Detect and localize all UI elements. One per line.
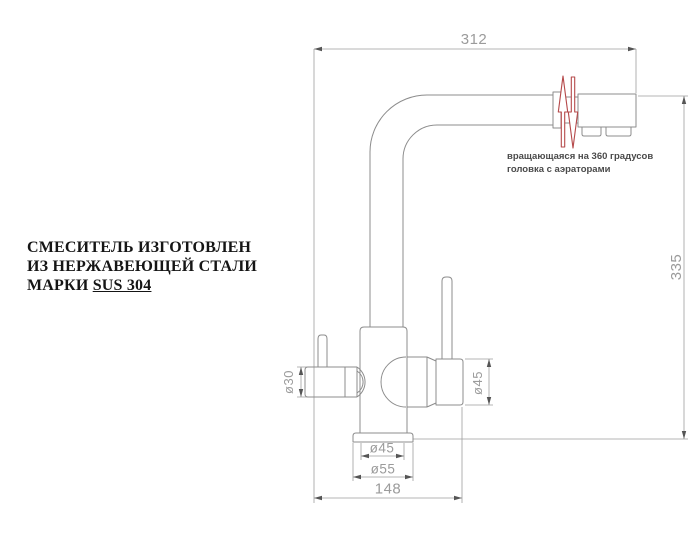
material-note: СМЕСИТЕЛЬ ИЗГОТОВЛЕН ИЗ НЕРЖАВЕЮЩЕЙ СТАЛ…: [27, 238, 277, 295]
spout-head: [577, 93, 637, 128]
arrowhead-icon: [396, 453, 404, 459]
spout-inner-edge: [402, 124, 553, 327]
arrowhead-icon: [361, 453, 369, 459]
material-note-line2: ИЗ НЕРЖАВЕЮЩЕЙ СТАЛИ: [27, 258, 257, 275]
arrowhead-icon: [486, 397, 492, 405]
extension-lines-d45-right: [465, 358, 493, 406]
left-handle-cylinder: [304, 366, 346, 398]
spout-outer-edge: [369, 94, 553, 327]
rotation-arrows: [557, 75, 579, 149]
rotation-arrow-up-icon: [557, 75, 569, 148]
faucet-outline: [304, 91, 637, 443]
material-note-line3-prefix: МАРКИ: [27, 277, 93, 294]
rotating-head-note-line1: вращающаяся на 360 градусов: [507, 151, 654, 162]
aerator-right: [605, 127, 632, 137]
material-note-line1: СМЕСИТЕЛЬ ИЗГОТОВЛЕН: [27, 239, 252, 256]
extension-lines-d45-base: [360, 443, 405, 460]
arrowhead-icon: [405, 474, 413, 480]
material-note-line3: МАРКИ SUS 304: [27, 276, 277, 295]
left-handle-neck: [345, 366, 358, 398]
extension-lines-d55: [352, 443, 414, 481]
right-valve-taper: [426, 356, 437, 408]
dimension-labels: 312 335 148 ø45 ø55 ø30 ø45: [281, 31, 685, 498]
arrowhead-icon: [353, 474, 361, 480]
dimension-label-d45-right: ø45: [470, 371, 485, 395]
left-handle-cap: [356, 366, 366, 398]
steel-grade-label: SUS 304: [92, 277, 152, 294]
arrowhead-icon: [628, 46, 636, 52]
right-handle-lever: [441, 276, 453, 359]
dimension-label-d30: ø30: [281, 370, 296, 394]
arrowhead-icon: [681, 96, 687, 104]
rotating-head-note: вращающаяся на 360 градусов головка с аэ…: [507, 150, 677, 176]
arrowhead-icon: [314, 46, 322, 52]
arrowhead-icon: [454, 495, 462, 501]
aerator-left: [581, 127, 602, 137]
right-valve-housing: [407, 356, 428, 408]
arrowhead-icon: [298, 367, 304, 375]
left-handle-lever: [317, 334, 328, 367]
valve-dome: [380, 356, 407, 408]
faucet-body: [359, 326, 408, 433]
rotation-arrow-down-icon: [567, 76, 579, 149]
dimension-lines: [297, 48, 688, 503]
dimension-label-148: 148: [375, 481, 402, 498]
base-flange: [352, 432, 414, 443]
arrowhead-icon: [298, 389, 304, 397]
dimension-label-d55: ø55: [371, 462, 396, 477]
arrowhead-icon: [681, 431, 687, 439]
dimension-label-d45-base: ø45: [370, 441, 395, 456]
arrowhead-icon: [486, 359, 492, 367]
dimension-arrowheads: [298, 46, 687, 501]
arrowhead-icon: [314, 495, 322, 501]
dimension-label-312: 312: [461, 31, 488, 48]
rotating-head-note-line2: головка с аэраторами: [507, 164, 611, 175]
dimension-label-335: 335: [668, 254, 685, 281]
right-handle-cylinder: [435, 358, 464, 406]
